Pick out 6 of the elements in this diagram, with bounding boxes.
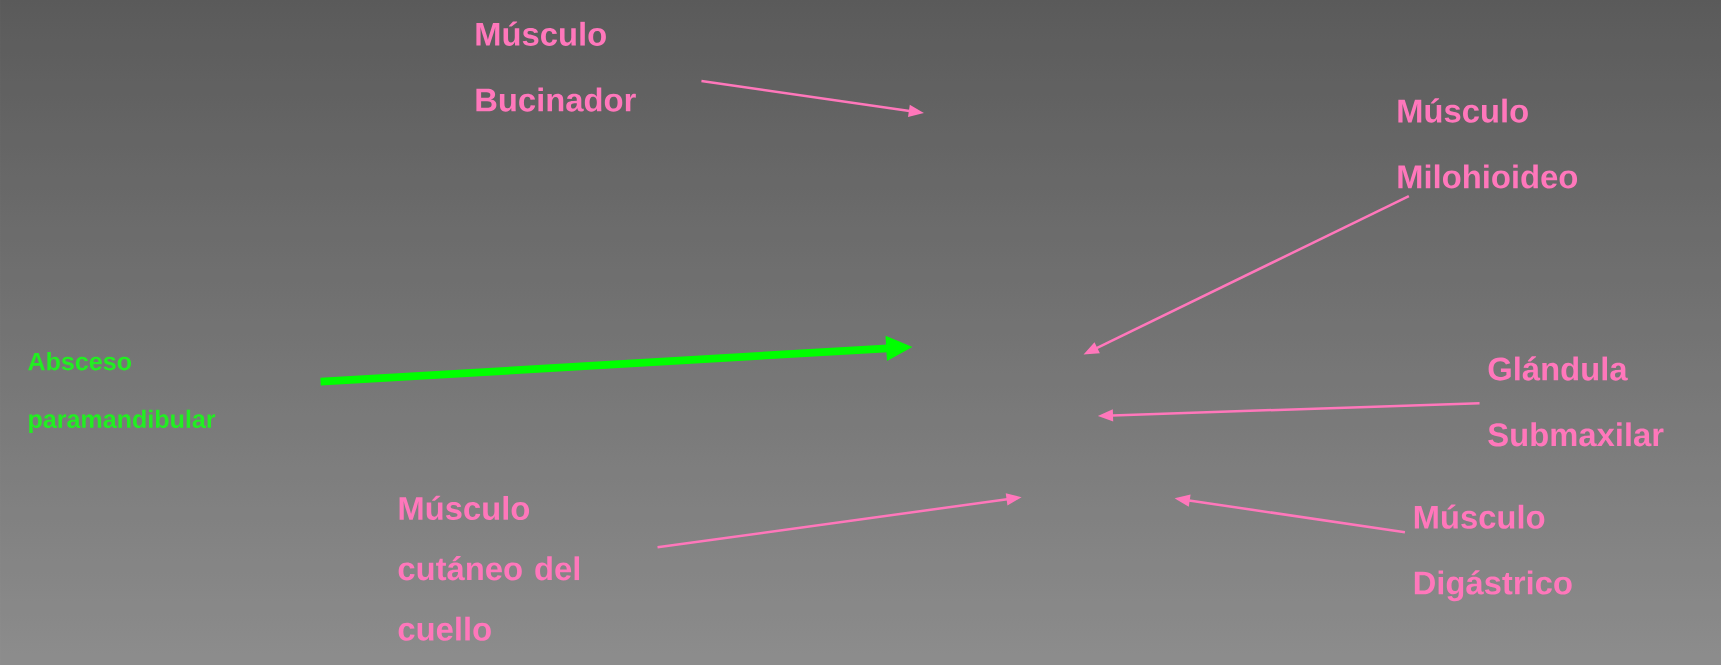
label-text: Absceso paramandibular xyxy=(28,351,216,433)
label-text: Músculo Bucinador xyxy=(476,21,636,112)
label-text: Músculo Milohioideo xyxy=(1398,98,1578,189)
label-text: Músculo cutáneo del cuello xyxy=(398,495,580,641)
label-text: Músculo Digástrico xyxy=(1414,504,1572,602)
label-text: Glándula Submaxilar xyxy=(1488,356,1664,447)
